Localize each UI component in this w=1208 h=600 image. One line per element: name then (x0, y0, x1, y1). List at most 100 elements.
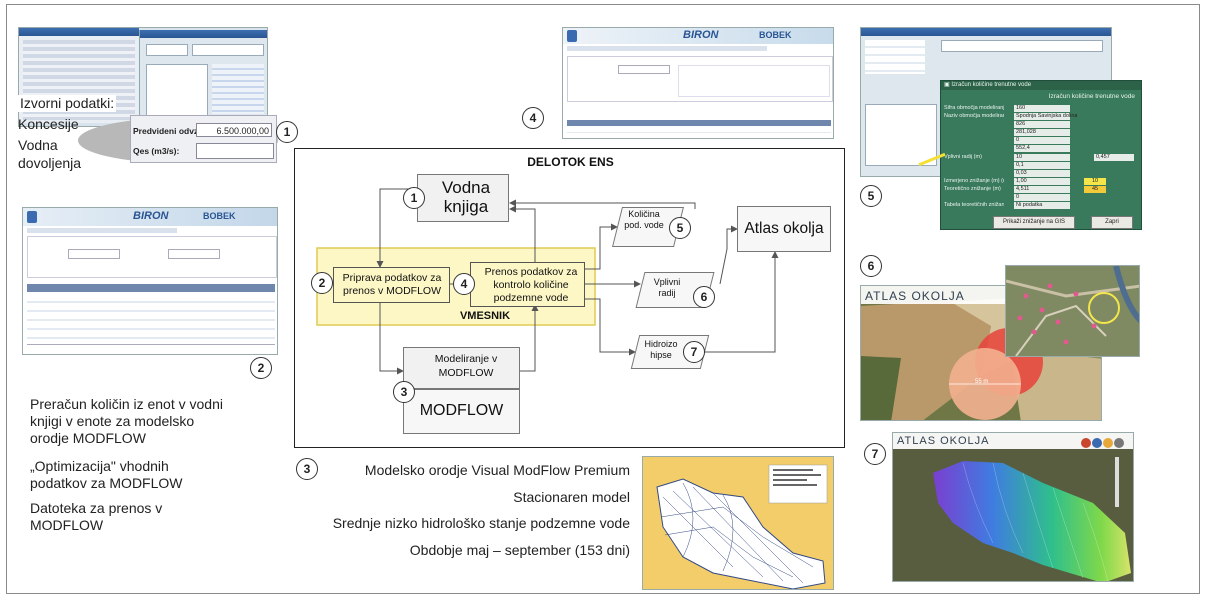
node-modeliranje-label: Modeliranje v MODFLOW (434, 353, 498, 379)
panel7-layer-icon-3[interactable] (1103, 438, 1113, 448)
panel7-zoom-bar[interactable] (1115, 457, 1119, 507)
panel5-row: 0 (944, 194, 1140, 202)
node-priprava: Priprava podatkov za prenos v MODFLOW (333, 267, 450, 303)
node-kolicina-label: Količina pod. vode (624, 209, 664, 230)
panel5-row-value[interactable]: 552,4 (1014, 145, 1070, 153)
panel2-brand: BIRON (133, 210, 169, 222)
panel2-file-2: MODFLOW (30, 517, 104, 533)
panel5-row-label: Izmerjeno znižanje (m) (m) (944, 177, 1004, 184)
panel5-window: ▣ Izračun količine trenutne vode Izračun… (940, 80, 1142, 230)
badge-1: 1 (276, 121, 298, 143)
panel5-row: 826 (944, 121, 1140, 129)
slide-frame (6, 4, 1200, 594)
panel5-row-value[interactable]: 0,1 (1014, 161, 1070, 169)
panel1-screenshot (18, 27, 268, 127)
panel2-text-2: knjigi v enote za modelsko (30, 413, 195, 429)
panel5-side-value[interactable]: 0,457 (1094, 154, 1134, 161)
badge-3-bottom: 3 (296, 458, 318, 480)
node-prenos-label: Prenos podatkov za kontrolo količine pod… (484, 266, 578, 304)
panel5-row-label: Šifra območja modeliranja (944, 105, 1004, 111)
panel3-line-2: Stacionaren model (513, 489, 630, 505)
node-modflow-label: MODFLOW (419, 402, 504, 419)
panel5-yellow-b[interactable]: 45 (1084, 186, 1106, 193)
panel2-text-3: orodje MODFLOW (30, 430, 146, 446)
panel2-brand2: BOBEK (203, 211, 236, 221)
badge-1-diagram: 1 (403, 187, 425, 209)
badge-7-diagram: 7 (683, 341, 705, 363)
panel7-brand: ATLAS OKOLJA (897, 435, 990, 447)
panel6-brand: ATLAS OKOLJA (865, 289, 965, 303)
panel5-row: Naziv območja modeliranja Spodnja Savinjs… (944, 113, 1140, 121)
panel4-brand: BIRON (683, 29, 719, 41)
panel5-row: Teoretično znižanje (m) 4,511 (944, 185, 1140, 194)
panel5-row: 0 (944, 137, 1140, 145)
panel5-row-value[interactable]: 281,028 (1014, 129, 1070, 137)
panel7-map: ATLAS OKOLJA (892, 432, 1134, 582)
panel5-yellow-a[interactable]: 10 (1084, 178, 1106, 185)
panel6-map-svg (861, 286, 1101, 420)
panel2-text-1: Preračun količin iz enot v vodni (30, 396, 223, 412)
badge-6-top: 6 (860, 255, 882, 277)
panel5-row: Šifra območja modeliranja 160 (944, 105, 1140, 113)
diagram-title: DELOTOK ENS (527, 155, 614, 169)
badge-2-diagram: 2 (311, 272, 333, 294)
panel5-row: 281,028 (944, 129, 1140, 137)
node-modflow: MODFLOW (403, 389, 520, 434)
panel1-heading: Izvorni podatki: (18, 95, 117, 112)
panel5-row-value[interactable]: 0 (1014, 137, 1070, 145)
panel7-layer-icon-4[interactable] (1114, 438, 1124, 448)
node-vodna-knjiga-label: Vodna knjiga (441, 178, 491, 216)
panel5-row-value[interactable]: 1,00 (1014, 177, 1070, 185)
panel5-row-label: Vplivni radij (m) (944, 153, 982, 160)
panel6-circle-label: 55 m (975, 379, 989, 385)
badge-4-top: 4 (522, 107, 544, 129)
node-atlas-okolja-label: Atlas okolja (744, 220, 824, 237)
panel3-line-3: Srednje nizko hidrološko stanje podzemne… (332, 515, 630, 531)
panel6-inset-aerial (1005, 265, 1140, 357)
badge-7-top: 7 (864, 443, 886, 465)
field2-label: Qes (m3/s): (133, 146, 180, 156)
panel5-show-gis-button[interactable]: Prikaži znižanje na GIS (993, 216, 1075, 229)
badge-6-diagram: 6 (693, 286, 715, 308)
node-prenos: Prenos podatkov za kontrolo količine pod… (470, 262, 585, 307)
node-hidroizo-label: Hidroizo hipse (644, 339, 678, 360)
badge-5-top: 5 (860, 185, 882, 207)
panel5-row-value[interactable]: 160 (1014, 105, 1070, 112)
panel5-row: Izmerjeno znižanje (m) (m) 1,00 (944, 177, 1140, 186)
panel2-screenshot: BIRON BOBEK (22, 207, 278, 355)
panel5-row-value[interactable]: Ni podatka (1014, 202, 1070, 210)
panel5-row-value[interactable]: 0,03 (1014, 169, 1070, 177)
panel5-row-label: Teoretično znižanje (m) (944, 185, 1001, 192)
panel5-row-value[interactable]: 4,511 (1014, 185, 1070, 193)
panel5-row-value[interactable]: 0 (1014, 194, 1070, 202)
panel5-row: Vplivni radij (m) 10 (944, 153, 1140, 162)
panel1-field-box: Predvideni odvzem(m3/leto): 6.500.000,00… (130, 115, 277, 163)
panel5-close-button[interactable]: Zapri (1091, 216, 1133, 229)
badge-5-diagram: 5 (669, 217, 691, 239)
panel5-row: 0,1 (944, 161, 1140, 170)
field-label: Predvideni odvzem(m3/leto): (133, 126, 249, 136)
badge-4-diagram: 4 (453, 273, 475, 295)
node-vplivni-label: Vplivni radij (653, 277, 681, 298)
panel7-layer-icon-2[interactable] (1092, 438, 1102, 448)
node-priprava-label: Priprava podatkov za prenos v MODFLOW (342, 272, 442, 297)
panel1-line-vodna: Vodna (18, 137, 58, 153)
vmesnik-label: VMESNIK (459, 310, 511, 322)
panel5-row-label: Naziv območja modeliranja (944, 113, 1004, 120)
panel5-row-value[interactable]: 10 (1014, 153, 1070, 161)
panel4-screenshot: BIRON BOBEK (562, 27, 834, 139)
panel7-layer-icon-1[interactable] (1081, 438, 1091, 448)
panel5-row-value[interactable]: 826 (1014, 121, 1070, 129)
panel3-model-map (642, 456, 834, 590)
field2-input[interactable] (196, 143, 274, 159)
workflow-diagram: DELOTOK ENS Vodna knjiga 1 Atlas okolja … (294, 148, 845, 448)
panel7-map-svg (893, 433, 1133, 581)
badge-3-diagram: 3 (393, 381, 415, 403)
panel3-line-4: Obdobje maj – september (153 dni) (409, 542, 630, 558)
panel5-row: 552,4 (944, 145, 1140, 153)
panel5-row-value[interactable]: Spodnja Savinjska dolina (1014, 113, 1078, 121)
field-value[interactable]: 6.500.000,00 (196, 123, 272, 137)
panel1-line-koncesije: Koncesije (18, 116, 79, 132)
panel2-opt-1: „Optimizacija" vhodnih (30, 458, 169, 474)
